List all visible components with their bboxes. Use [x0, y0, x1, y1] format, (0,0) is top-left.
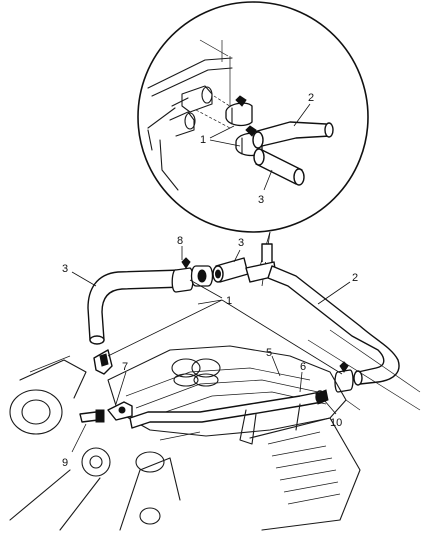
callout-label: 6	[300, 361, 306, 373]
callout-label: 2	[352, 272, 358, 284]
callout-1-main: 1	[107, 279, 343, 375]
inset-callout-3: 3	[258, 169, 273, 206]
callout-label: 1	[226, 295, 232, 307]
heater-tube-6	[129, 390, 325, 445]
callout-label: 2	[308, 92, 314, 104]
detail-circle	[137, 1, 369, 233]
hose-3-short	[212, 257, 249, 283]
detail-inset: 1 2 3	[137, 1, 369, 233]
fastener-10	[315, 389, 329, 405]
inset-hose-2	[252, 121, 334, 149]
hose-bracket	[93, 349, 113, 375]
inset-bracket	[147, 39, 233, 191]
heater-core-nipples	[169, 85, 237, 137]
hose-2-main	[267, 265, 400, 386]
callout-label: 7	[122, 361, 128, 373]
callout-label: 1	[200, 134, 206, 146]
callout-label: 8	[177, 235, 183, 247]
clip-7	[107, 401, 133, 421]
engine-block	[9, 329, 421, 531]
callout-3-short: 3	[233, 237, 244, 263]
callout-label: 3	[258, 194, 264, 206]
hose-3-main	[87, 269, 185, 345]
clamp-1-upper	[190, 265, 214, 287]
callout-7: 7	[115, 361, 128, 405]
inset-hose-3	[253, 148, 305, 186]
inset-callout-1: 1	[200, 125, 241, 147]
clamp-1-lower	[334, 361, 354, 393]
callout-6: 6	[299, 361, 306, 393]
inset-clamp-upper	[225, 95, 253, 127]
callout-label: 9	[62, 457, 68, 469]
bolt-9	[79, 409, 105, 423]
callout-5: 5	[266, 347, 281, 377]
callout-3-main: 3	[62, 263, 97, 287]
callout-label: 3	[62, 263, 68, 275]
callout-10: 10	[323, 399, 342, 429]
clamp-8	[171, 257, 194, 293]
callout-label: 10	[330, 417, 342, 429]
callout-label: 3	[238, 237, 244, 249]
callout-label: 5	[266, 347, 272, 359]
inset-callout-2: 2	[293, 92, 314, 127]
callout-8: 8	[177, 235, 183, 260]
callout-9: 9	[62, 423, 87, 469]
callout-2-main: 2	[317, 272, 358, 305]
